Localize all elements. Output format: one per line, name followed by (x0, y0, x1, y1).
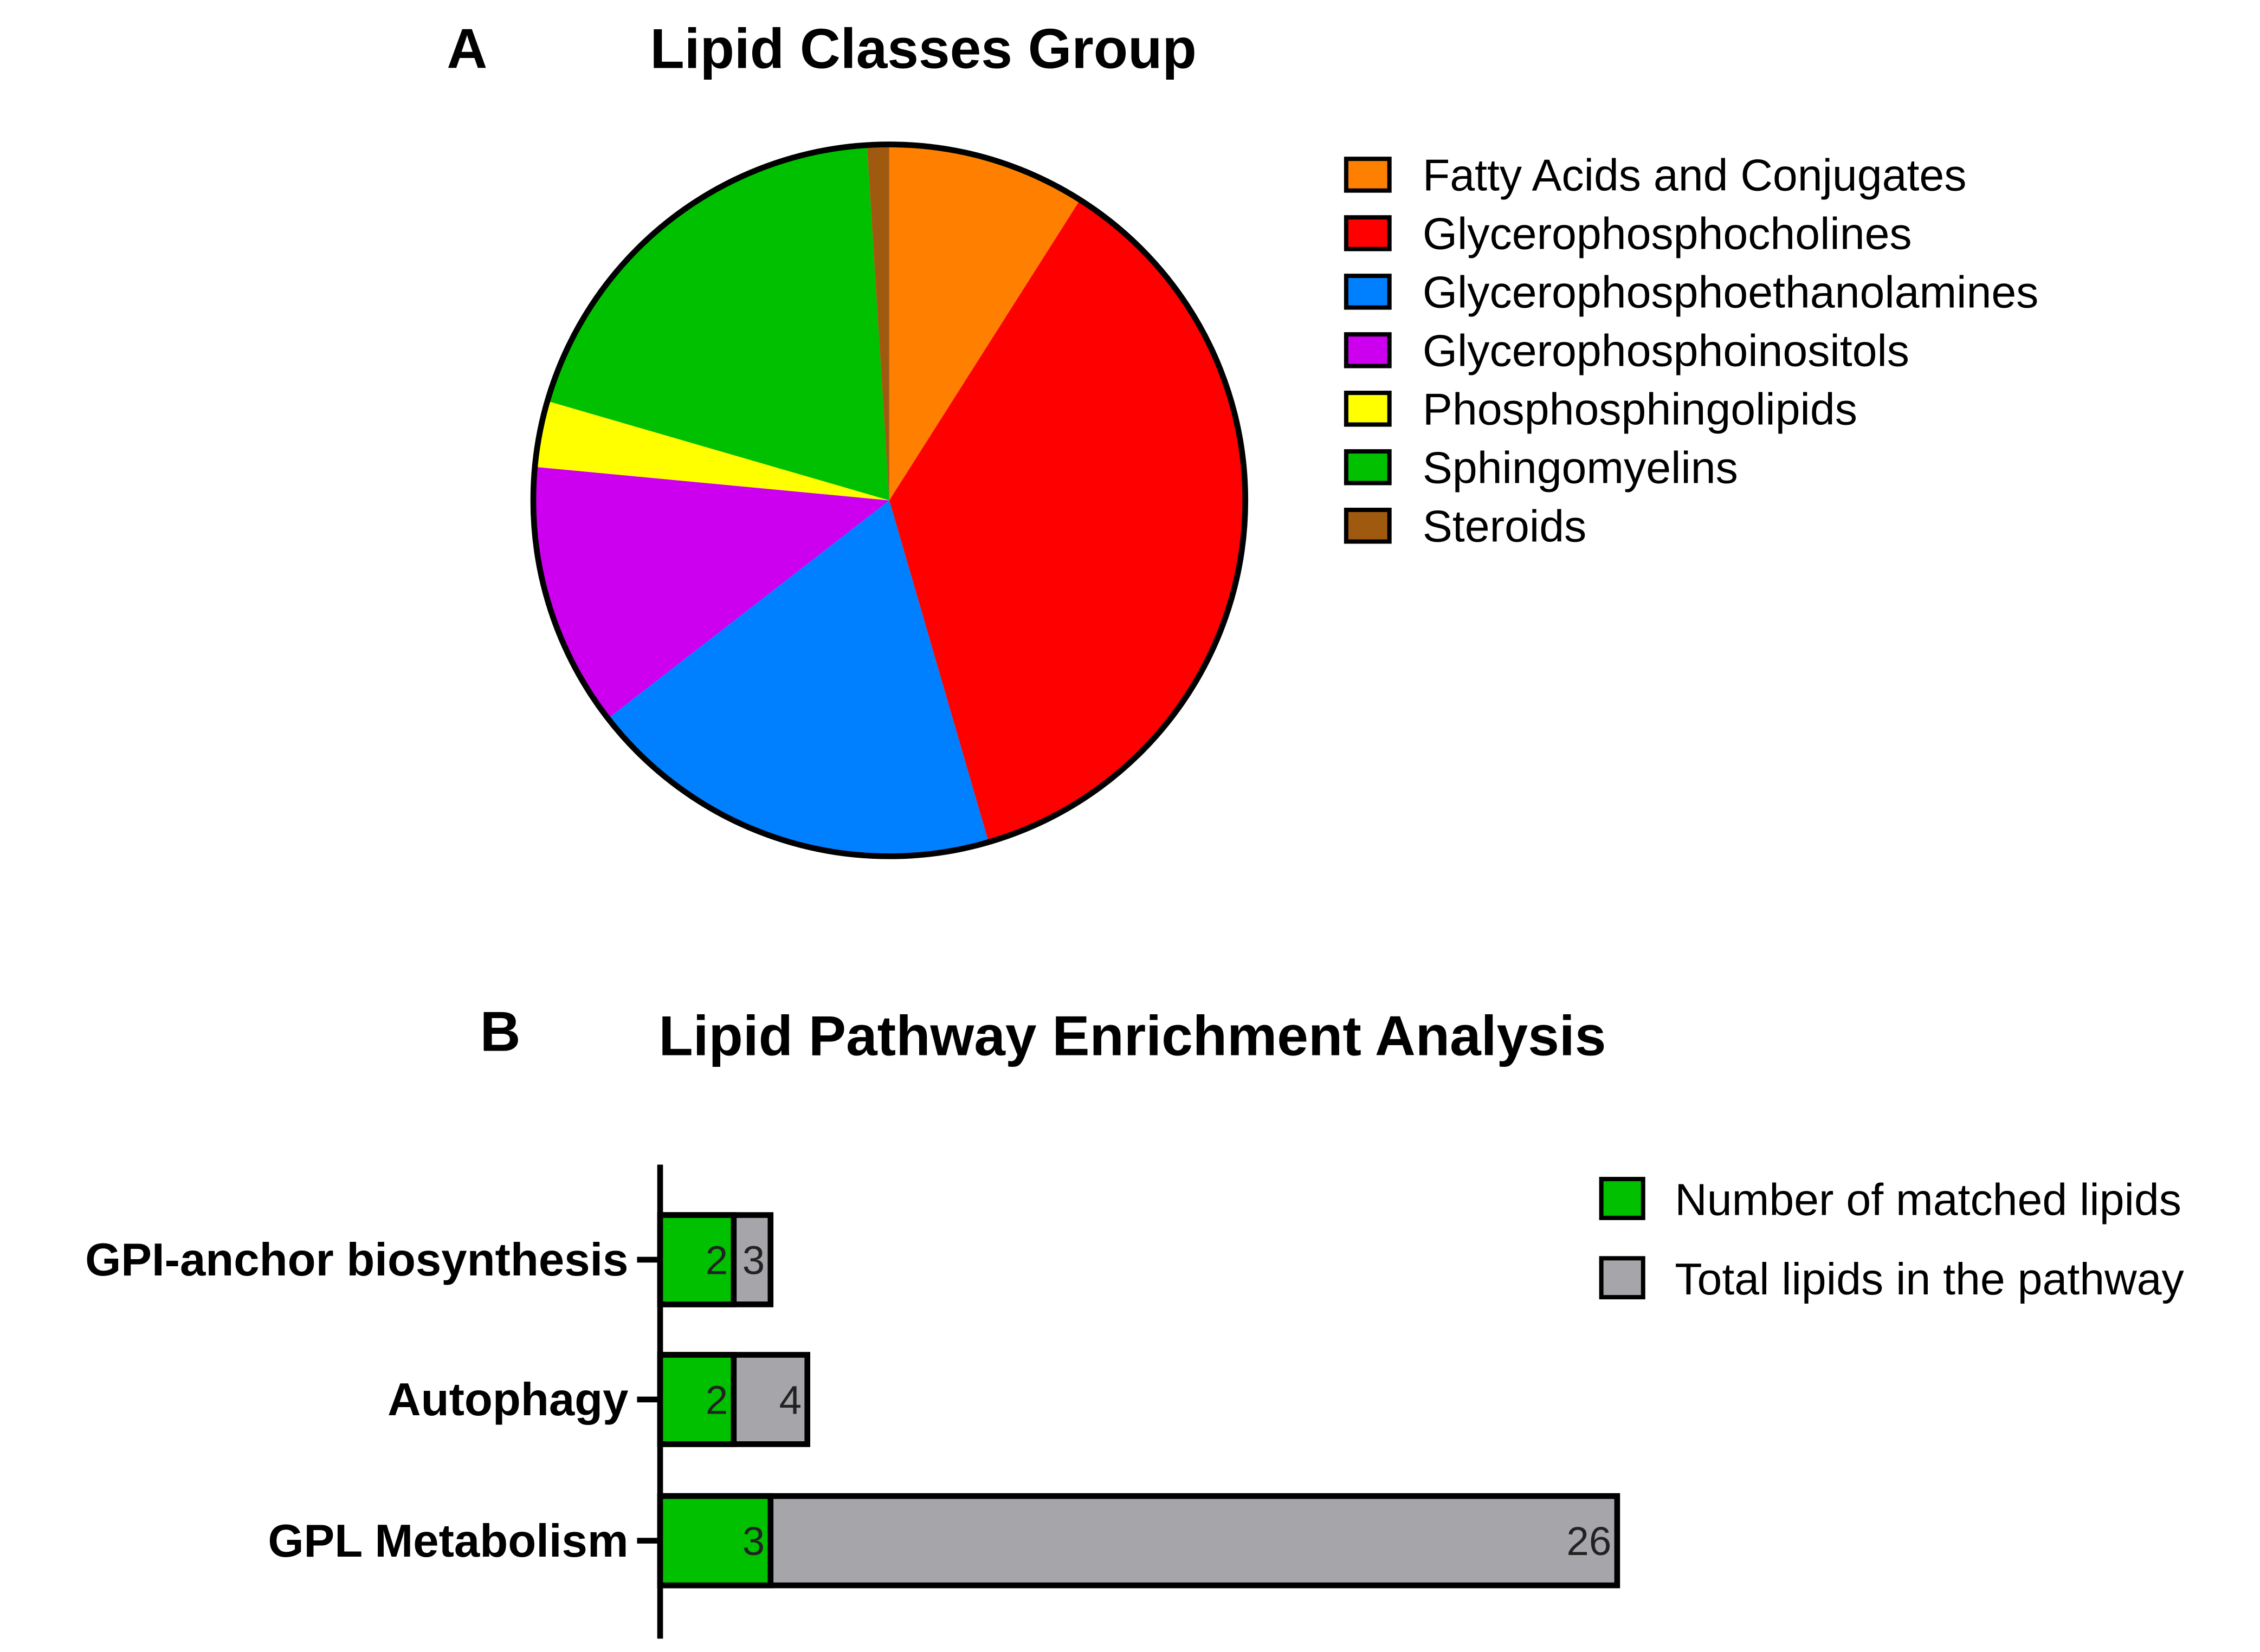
legend-label: Glycerophosphoethanolamines (1423, 268, 2039, 318)
bar-total (657, 1493, 1620, 1589)
legend-swatch (1344, 215, 1392, 251)
data-label-total: 4 (779, 1378, 802, 1423)
legend-swatch (1344, 391, 1392, 427)
legend-label: Steroids (1423, 502, 1586, 552)
pie-slice (889, 144, 1080, 501)
category-label: GPI-anchor biosynthesis (85, 1234, 628, 1286)
pie-title: Lipid Classes Group (650, 17, 1196, 80)
pie-slice (608, 500, 989, 857)
legend-label: Glycerophosphocholines (1423, 209, 1912, 259)
legend-swatch (1344, 274, 1392, 310)
panel-a-label: A (447, 17, 487, 80)
data-label-matched: 3 (742, 1519, 765, 1564)
legend-swatch (1599, 1256, 1645, 1300)
bar-matched (657, 1493, 774, 1589)
legend-swatch (1344, 449, 1392, 485)
bar-title: Lipid Pathway Enrichment Analysis (658, 1004, 1606, 1067)
legend-label: Glycerophosphoinositols (1423, 326, 1909, 376)
data-label-total: 26 (1566, 1519, 1611, 1564)
pie-legend: Fatty Acids and ConjugatesGlycerophospho… (1344, 151, 2039, 552)
bar-matched (657, 1352, 737, 1447)
legend-swatch (1344, 157, 1392, 193)
pie-slice (867, 144, 889, 501)
legend-label: Phosphosphingolipids (1423, 385, 1857, 435)
pie-slice (889, 199, 1245, 843)
category-label: GPL Metabolism (268, 1515, 628, 1567)
legend-swatch (1344, 508, 1392, 544)
pie-outline (530, 141, 1249, 859)
pie-slice (533, 467, 889, 719)
legend-label: Total lipids in the pathway (1675, 1254, 2184, 1304)
pie-slice (547, 145, 889, 501)
legend-label: Sphingomyelins (1423, 443, 1738, 493)
panel-b-label: B (480, 1000, 521, 1063)
legend-label: Number of matched lipids (1675, 1175, 2181, 1225)
category-label: Autophagy (388, 1374, 628, 1426)
bar-matched (657, 1212, 737, 1307)
data-label-matched: 2 (706, 1378, 728, 1423)
legend-label: Fatty Acids and Conjugates (1423, 151, 1967, 200)
legend-swatch (1599, 1177, 1645, 1220)
pie-slice (534, 401, 889, 501)
legend-swatch (1344, 332, 1392, 368)
pie-chart (530, 141, 1249, 859)
data-label-matched: 2 (706, 1238, 728, 1283)
data-label-total: 3 (742, 1238, 765, 1283)
